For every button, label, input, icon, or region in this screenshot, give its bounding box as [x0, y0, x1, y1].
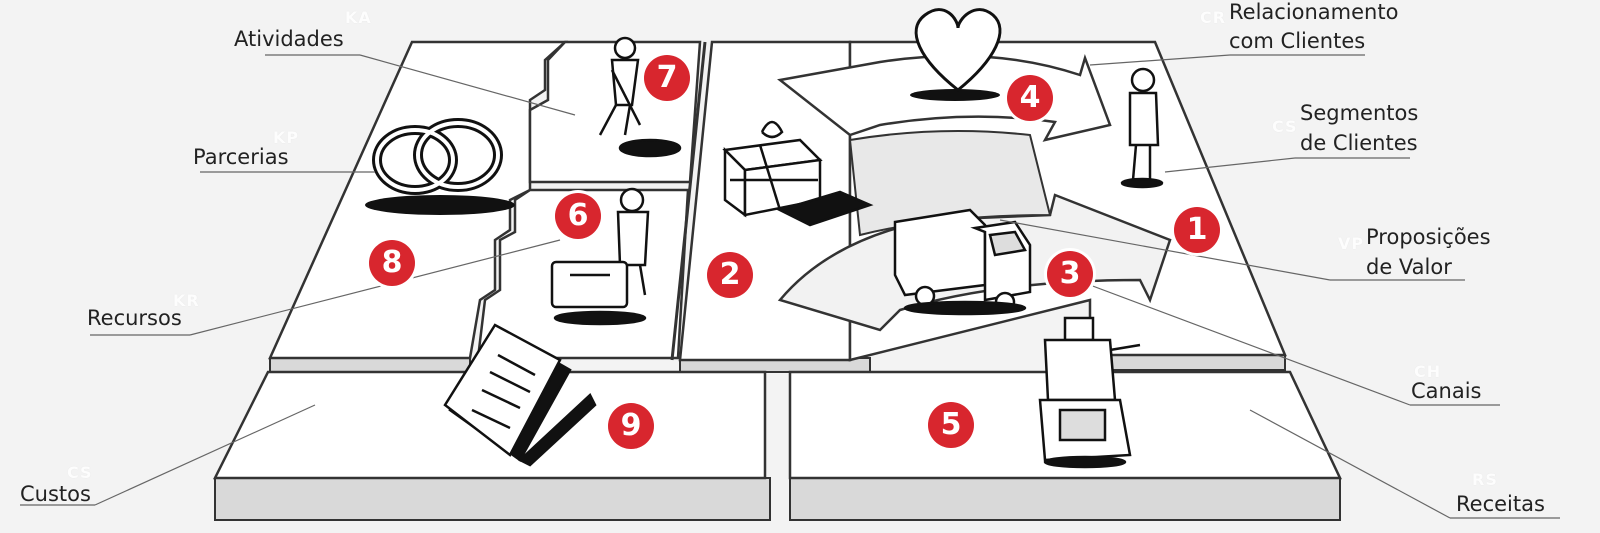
badge-6: 6	[555, 193, 601, 239]
leader-lines	[20, 54, 1560, 519]
truck-icon	[893, 208, 1032, 316]
code-ch: CH	[1414, 362, 1442, 381]
badge-1: 1	[1174, 207, 1220, 253]
code-cs-seg: CS	[1272, 117, 1298, 136]
code-kr: KR	[173, 291, 200, 310]
code-kp: KP	[273, 128, 300, 147]
label-activities: Atividades	[234, 27, 344, 51]
gift-icon	[722, 120, 874, 227]
code-cr: CR	[1200, 8, 1227, 27]
person-box-icon	[550, 187, 650, 326]
label-partners: Parcerias	[193, 145, 289, 169]
customer-icon	[1120, 67, 1164, 189]
label-costs: Custos	[20, 482, 91, 506]
code-rs: RS	[1472, 470, 1498, 489]
badge-5: 5	[928, 402, 974, 448]
label-segments-1: Segmentos	[1300, 101, 1419, 125]
label-relationship-1: Relacionamento	[1229, 0, 1399, 24]
invoice-icon	[443, 323, 597, 467]
label-segments-2: de Clientes	[1300, 131, 1418, 155]
code-cs-cost: CS	[67, 463, 93, 482]
rings-icon	[365, 118, 515, 215]
label-relationship-2: com Clientes	[1229, 29, 1366, 53]
badge-2: 2	[707, 252, 753, 298]
badge-7: 7	[644, 55, 690, 101]
badge-8: 8	[369, 240, 415, 286]
worker-icon	[598, 36, 682, 158]
cash-register-icon	[1038, 316, 1141, 469]
badge-4: 4	[1007, 75, 1053, 121]
code-vp: VP	[1338, 234, 1365, 253]
badge-3: 3	[1047, 251, 1093, 297]
code-ka: KA	[345, 8, 372, 27]
label-channels: Canais	[1411, 379, 1482, 403]
heart-icon	[910, 8, 1002, 101]
label-value-1: Proposições	[1366, 225, 1491, 249]
badge-9: 9	[608, 403, 654, 449]
label-value-2: de Valor	[1366, 255, 1452, 279]
label-revenue: Receitas	[1456, 492, 1545, 516]
label-resources: Recursos	[87, 306, 182, 330]
